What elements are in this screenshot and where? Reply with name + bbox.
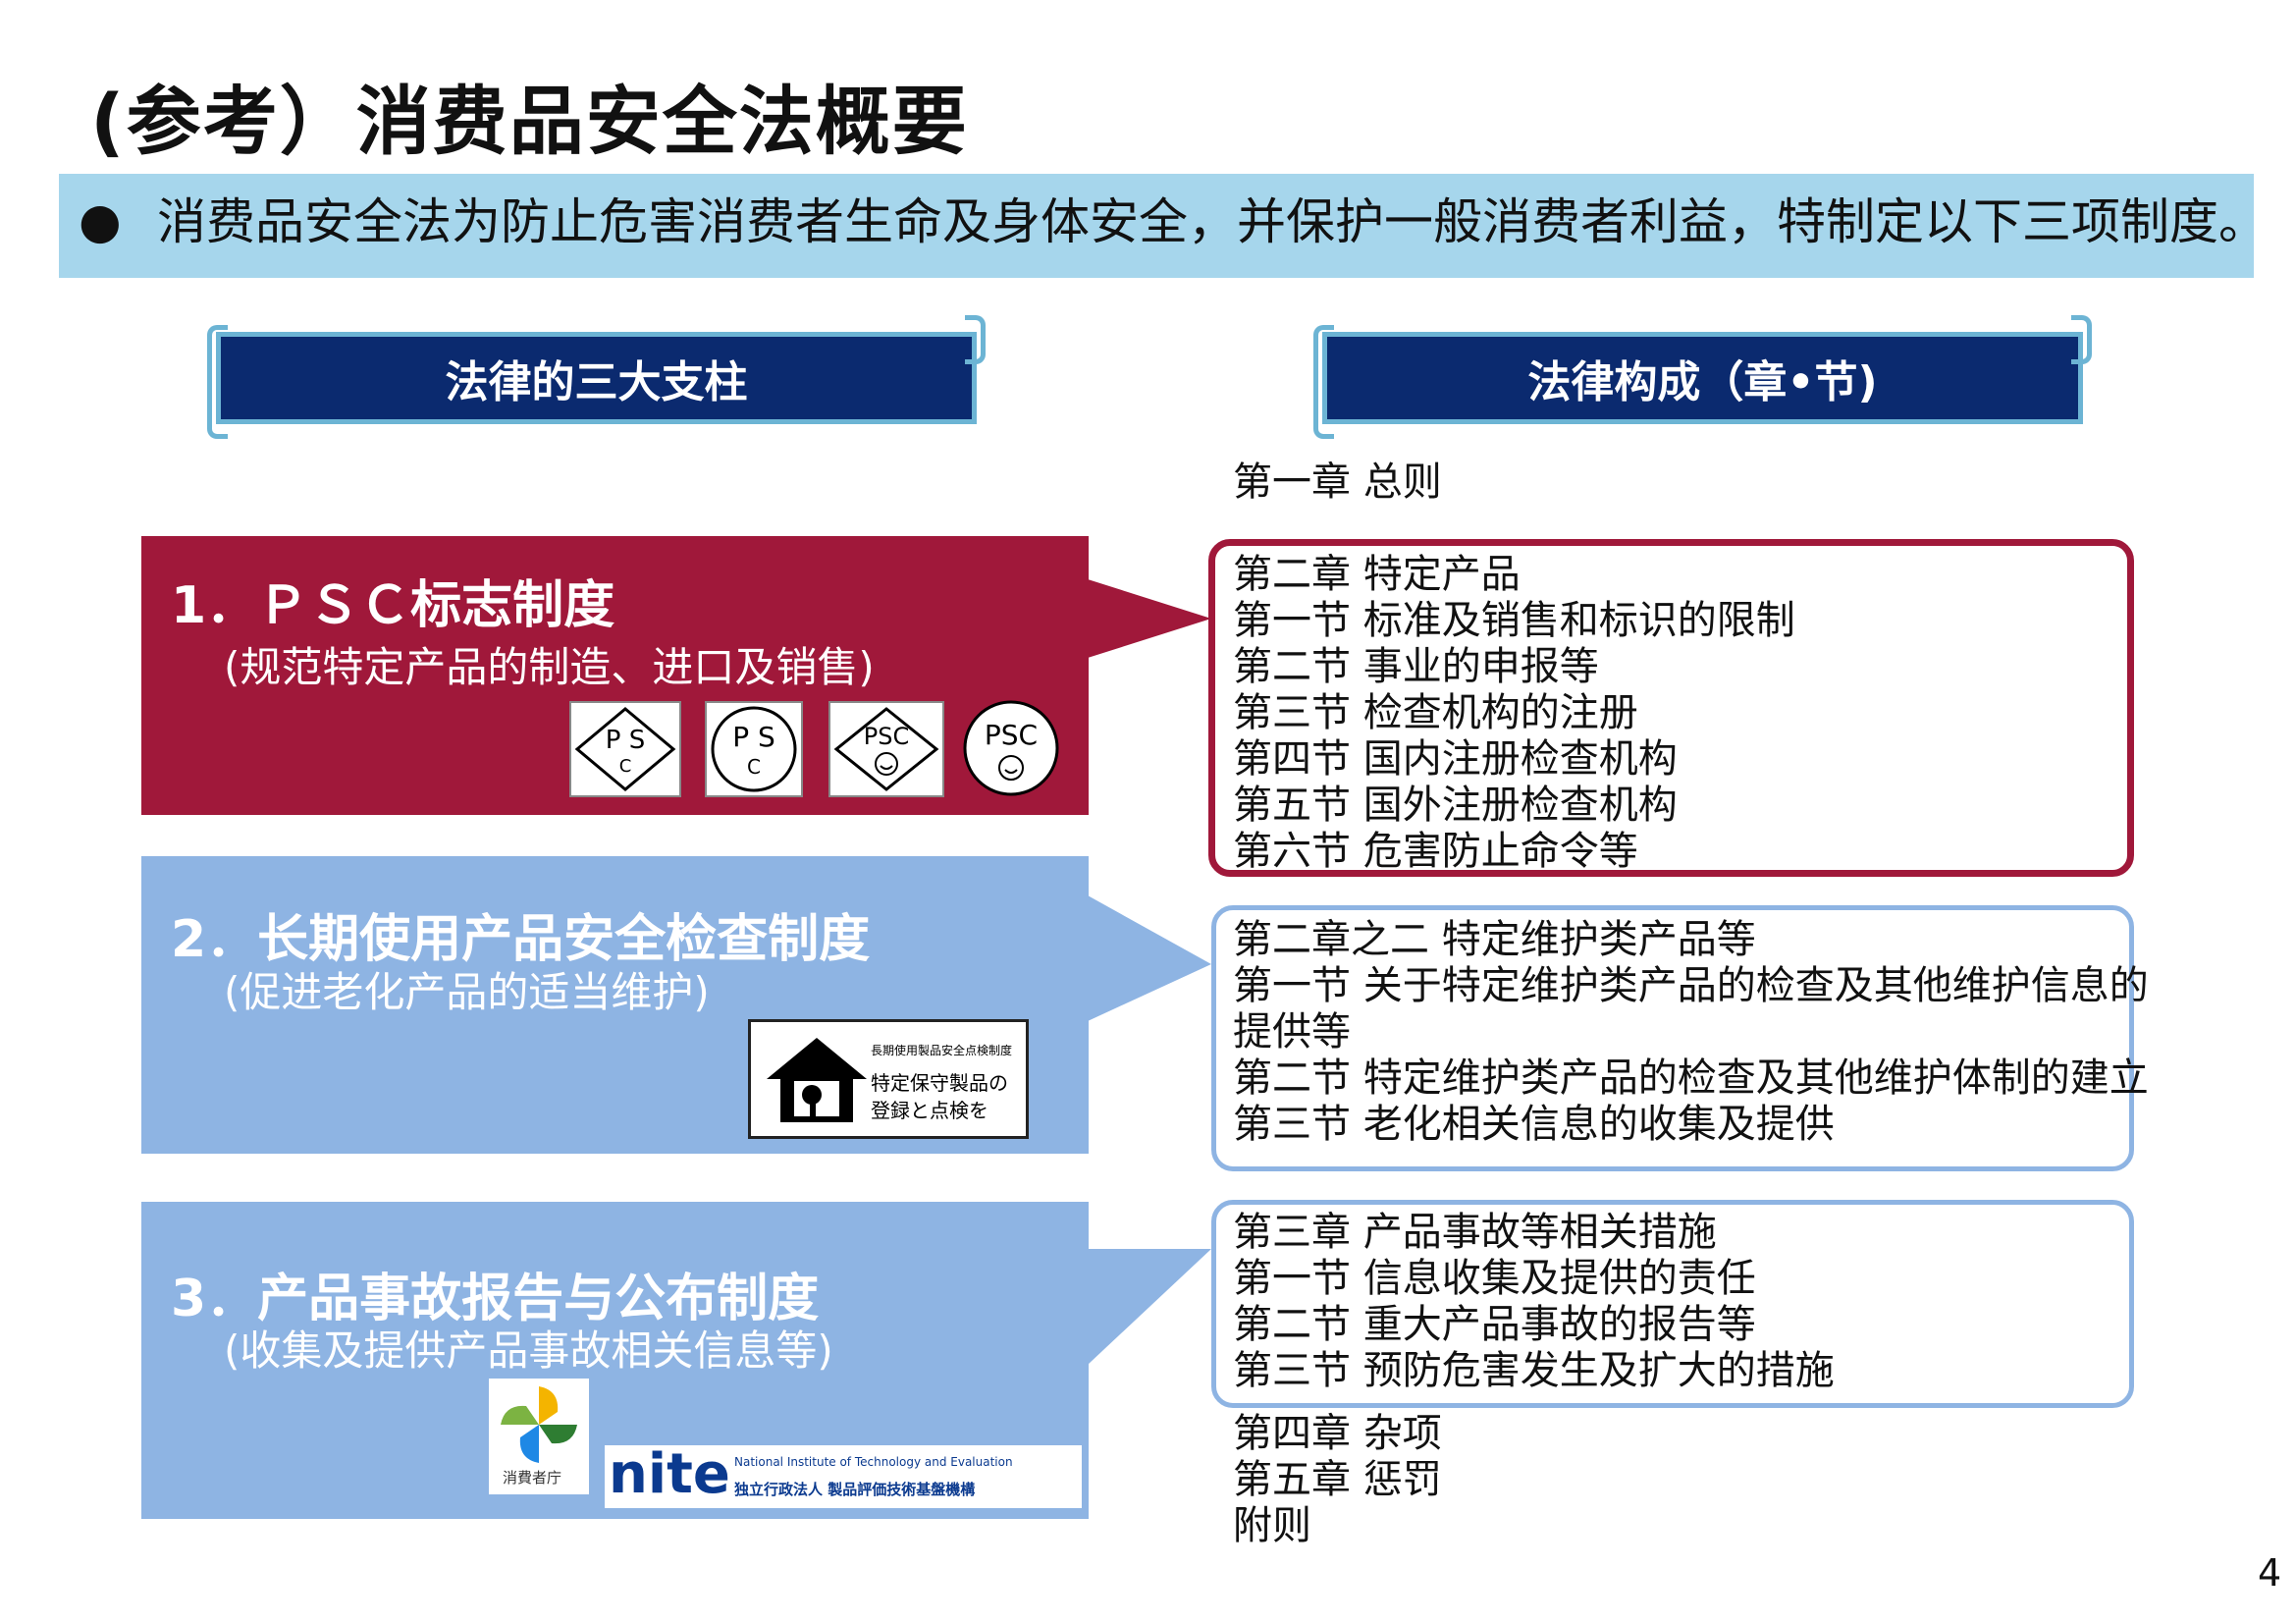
pillar-subtitle: (促进老化产品的适当维护): [224, 968, 710, 1016]
structure-header-label: 法律构成（章•节): [1527, 357, 1878, 407]
chapter-line: 附则: [1233, 1503, 1311, 1548]
pillar-subtitle: (收集及提供产品事故相关信息等): [224, 1326, 833, 1375]
structure-header: 法律构成（章•节): [1313, 315, 2092, 439]
psc-sg-diamond-mark-icon: PSC: [828, 701, 944, 797]
page-title: (参考）消费品安全法概要: [90, 78, 969, 165]
pillar-heading: 3．产品事故报告与公布制度: [171, 1270, 820, 1328]
caa-pinwheel-icon: [501, 1386, 577, 1463]
chapter-line: 第四节 国内注册检查机构: [1233, 736, 1678, 782]
nite-logo-jp: 独立行政法人 製品評価技術基盤機構: [734, 1481, 976, 1498]
chapter-line: 第六节 危害防止命令等: [1233, 829, 1638, 874]
intro-banner: [59, 174, 2254, 278]
inspection-logo-line1: 特定保守製品の: [871, 1071, 1008, 1095]
pillar-subtitle: (规范特定产品的制造、进口及销售): [224, 643, 875, 691]
chapter-line: 第二章之二 特定维护类产品等: [1233, 917, 1756, 962]
chapter-group-psc: [1208, 539, 2134, 877]
svg-text:PSC: PSC: [864, 723, 909, 750]
house-wrench-icon: [767, 1038, 867, 1122]
svg-text:C: C: [619, 756, 632, 777]
arrow-pillar3: [1088, 1249, 1211, 1365]
chapter-line: 第一节 关于特定维护类产品的检查及其他维护信息的: [1233, 963, 2149, 1008]
bullet-icon: ●: [79, 192, 122, 249]
chapter-line: 第五节 国外注册检查机构: [1233, 783, 1678, 828]
caa-logo: 消費者庁: [489, 1379, 589, 1494]
pillars-header-label: 法律的三大支柱: [445, 357, 748, 407]
caa-logo-text: 消費者庁: [503, 1469, 562, 1487]
inspection-logo-line2: 登録と点検を: [871, 1099, 988, 1122]
svg-text:PSC: PSC: [985, 719, 1038, 751]
arrow-pillar2: [1088, 895, 1211, 1021]
chapter-group-maintenance: [1211, 905, 2134, 1171]
pillar-heading: 2．长期使用产品安全检查制度: [171, 910, 871, 969]
arrow-pillar1: [1088, 579, 1211, 658]
page-number: 4: [2258, 1551, 2282, 1595]
chapter-line: 第二节 特定维护类产品的检查及其他维护体制的建立: [1233, 1055, 2149, 1101]
inspection-logo-small: 長期使用製品安全点検制度: [871, 1044, 1013, 1057]
pillar-heading: 1．ＰＳＣ标志制度: [171, 576, 615, 635]
chapter-line: 第三章 产品事故等相关措施: [1233, 1210, 1717, 1255]
chapter-line: 第五章 惩罚: [1233, 1457, 1442, 1502]
svg-text:P S: P S: [606, 726, 645, 755]
chapter-line: 第四章 杂项: [1233, 1411, 1442, 1456]
intro-text: 消费品安全法为防止危害消费者生命及身体安全，并保护一般消费者利益，特制定以下三项…: [157, 193, 2268, 250]
chapter-line: 第三节 预防危害发生及扩大的措施: [1233, 1348, 1835, 1393]
nite-logo-en: National Institute of Technology and Eva…: [734, 1455, 1013, 1469]
chapter-group-accident: [1211, 1200, 2134, 1408]
nite-logo: nite National Institute of Technology an…: [605, 1445, 1082, 1508]
svg-text:P S: P S: [732, 721, 775, 753]
pillar-long-term-inspection: 2．长期使用产品安全检查制度 (促进老化产品的适当维护) 長期使用製品安全点検制…: [141, 856, 1089, 1154]
psc-sg-circle-mark-icon: PSC: [962, 699, 1060, 799]
svg-text:C: C: [747, 755, 761, 779]
chapter-line: 第二章 特定产品: [1233, 552, 1521, 597]
nite-logo-word: nite: [609, 1442, 730, 1506]
chapter-line: 第三节 老化相关信息的收集及提供: [1233, 1102, 1835, 1147]
inspection-logo: 長期使用製品安全点検制度 特定保守製品の 登録と点検を: [748, 1019, 1029, 1139]
chapter-line: 第一节 标准及销售和标识的限制: [1233, 598, 1795, 643]
chapter-line: 提供等: [1233, 1009, 1351, 1055]
chapter-line: 第二节 重大产品事故的报告等: [1233, 1302, 1756, 1347]
pillar-accident-report: 3．产品事故报告与公布制度 (收集及提供产品事故相关信息等) 消費者庁 nite…: [141, 1202, 1089, 1519]
chapter-line: 第二节 事业的申报等: [1233, 644, 1599, 689]
chapter-line: 第一节 信息收集及提供的责任: [1233, 1256, 1756, 1301]
chapter-1: 第一章 总则: [1233, 460, 1442, 505]
pillars-header: 法律的三大支柱: [207, 315, 986, 439]
chapter-line: 第三节 检查机构的注册: [1233, 690, 1638, 735]
